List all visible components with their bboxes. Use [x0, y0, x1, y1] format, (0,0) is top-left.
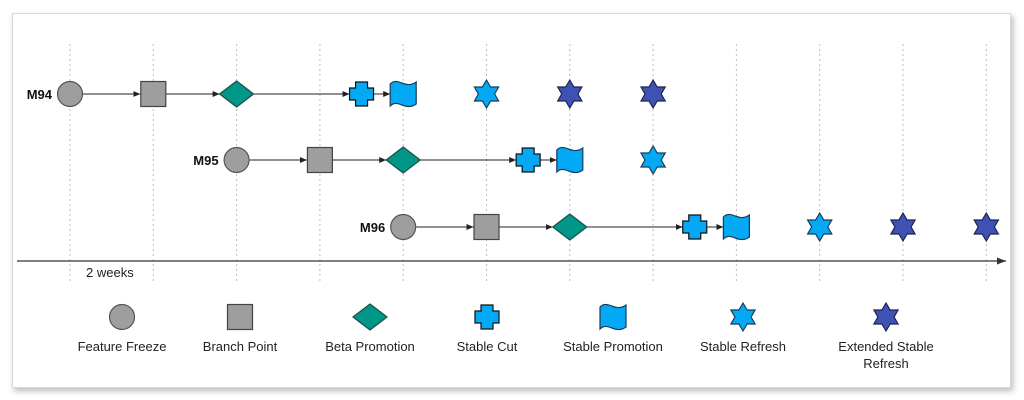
stable-promotion-icon [389, 80, 417, 108]
stable-refresh-icon [729, 301, 757, 333]
stable-cut-icon [474, 304, 500, 330]
time-axis: 2 weeks [17, 257, 1006, 280]
stable-promotion-icon [556, 146, 584, 174]
extended-stable-refresh-icon [973, 211, 1000, 243]
extended-stable-refresh-icon [889, 211, 917, 243]
stable-cut-icon [515, 147, 541, 173]
milestone-row-m96: M96 [360, 211, 1000, 243]
legend-label: Stable Refresh [700, 339, 786, 354]
extended-stable-refresh-icon [872, 301, 900, 333]
extended-stable-refresh-icon [556, 78, 583, 110]
legend-label: Refresh [863, 356, 909, 371]
branch-point-icon [226, 303, 254, 331]
legend-item-stable-promotion: Stable Promotion [563, 303, 663, 354]
milestone-row-m94: M94 [27, 78, 667, 110]
axis-label: 2 weeks [86, 265, 134, 280]
stable-refresh-icon [639, 144, 667, 176]
milestone-label: M95 [193, 153, 218, 168]
beta-promotion-icon [352, 303, 388, 331]
legend: Feature Freeze Branch Point Beta Promotion… [78, 301, 934, 371]
branch-point-icon [306, 146, 333, 174]
diagram-card [12, 13, 1011, 388]
legend-item-feature-freeze: Feature Freeze [78, 303, 167, 354]
extended-stable-refresh-icon [639, 78, 667, 110]
branch-point-icon [473, 213, 500, 241]
stable-promotion-icon [599, 303, 627, 331]
milestone-row-m95: M95 [193, 144, 667, 176]
legend-label: Stable Promotion [563, 339, 663, 354]
feature-freeze-icon [390, 213, 417, 241]
milestone-label: M94 [27, 87, 53, 102]
stable-refresh-icon [473, 78, 500, 110]
feature-freeze-icon [108, 303, 136, 331]
beta-promotion-icon [385, 146, 422, 174]
feature-freeze-icon [56, 80, 84, 108]
legend-item-stable-cut: Stable Cut [457, 304, 518, 354]
legend-item-stable-refresh: Stable Refresh [700, 301, 786, 354]
branch-point-icon [140, 80, 167, 108]
legend-label: Stable Cut [457, 339, 518, 354]
feature-freeze-icon [223, 146, 250, 174]
stable-cut-icon [348, 81, 375, 107]
beta-promotion-icon [551, 213, 588, 241]
legend-label: Beta Promotion [325, 339, 415, 354]
stable-refresh-icon [806, 211, 833, 243]
beta-promotion-icon [218, 80, 255, 108]
legend-label: Feature Freeze [78, 339, 167, 354]
legend-item-branch-point: Branch Point [203, 303, 278, 354]
stable-cut-icon [682, 214, 708, 240]
stable-promotion-icon [722, 213, 750, 241]
legend-label: Branch Point [203, 339, 278, 354]
legend-item-beta-promotion: Beta Promotion [325, 303, 415, 354]
milestone-label: M96 [360, 220, 385, 235]
legend-label: Extended Stable [838, 339, 933, 354]
